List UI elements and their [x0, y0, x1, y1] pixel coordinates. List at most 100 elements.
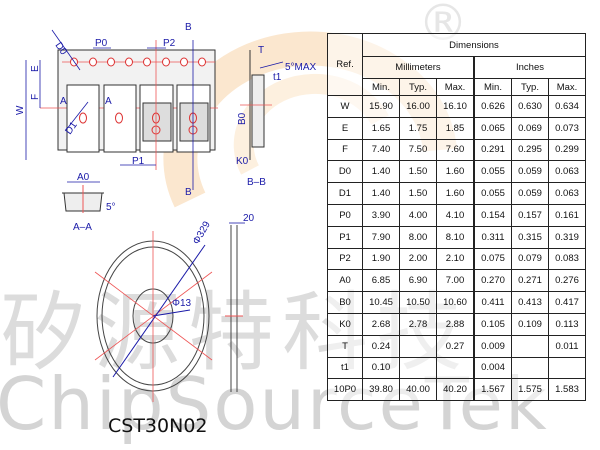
label-reel-width: 20 — [243, 213, 255, 224]
in-value-cell: 0.161 — [548, 203, 586, 227]
in-value-cell: 0.059 — [511, 160, 549, 184]
mm-value-cell: 7.90 — [362, 225, 400, 249]
label-b-bottom: B — [185, 187, 192, 198]
mm-value-cell: 1.65 — [362, 116, 400, 140]
mm-value-cell: 7.50 — [399, 138, 437, 162]
in-value-cell: 0.291 — [473, 138, 512, 162]
mm-value-cell: 10.45 — [362, 291, 400, 314]
row-ref-cell: D1 — [327, 182, 363, 205]
section-aa-view — [62, 181, 104, 213]
mm-value-cell: 1.60 — [436, 160, 475, 184]
in-value-cell: 0.063 — [548, 160, 586, 184]
header-mm-max: Max. — [436, 78, 475, 96]
in-value-cell: 0.059 — [511, 182, 549, 205]
in-value-cell: 0.055 — [473, 160, 512, 184]
in-value-cell: 0.626 — [473, 95, 512, 118]
mm-value-cell: 4.00 — [399, 203, 437, 227]
section-bb-view — [240, 50, 284, 160]
row-ref-cell: D0 — [327, 160, 363, 184]
label-section-bb: B–B — [247, 177, 266, 188]
row-ref-cell: F — [327, 138, 363, 162]
reel-front-view — [94, 231, 213, 402]
mm-value-cell: 1.75 — [399, 116, 437, 140]
in-value-cell: 0.630 — [511, 95, 549, 118]
in-value-cell: 1.583 — [548, 378, 586, 402]
in-value-cell: 0.055 — [473, 182, 512, 205]
mm-value-cell — [436, 356, 475, 380]
in-value-cell: 0.065 — [473, 116, 512, 140]
header-inches: Inches — [473, 56, 586, 79]
mm-value-cell: 1.90 — [362, 247, 400, 271]
mm-value-cell: 3.90 — [362, 203, 400, 227]
in-value-cell: 0.270 — [473, 269, 512, 293]
row-ref-cell: t1 — [327, 356, 363, 380]
mm-value-cell: 40.00 — [399, 378, 437, 402]
label-e: E — [30, 65, 41, 72]
header-in-min: Min. — [473, 78, 512, 96]
in-value-cell: 0.011 — [548, 334, 586, 358]
mm-value-cell — [399, 334, 437, 358]
mm-value-cell: 40.20 — [436, 378, 475, 402]
mm-value-cell — [399, 356, 437, 380]
in-value-cell: 0.413 — [511, 291, 549, 314]
in-value-cell: 0.154 — [473, 203, 512, 227]
mm-value-cell: 1.50 — [399, 160, 437, 184]
label-t: T — [258, 45, 264, 56]
mm-value-cell: 6.85 — [362, 269, 400, 293]
header-millimeters: Millimeters — [362, 56, 475, 79]
in-value-cell: 0.113 — [548, 312, 586, 336]
row-ref-cell: B0 — [327, 291, 363, 314]
label-b0: B0 — [237, 112, 248, 125]
mm-value-cell: 0.24 — [362, 334, 400, 358]
row-ref-cell: E — [327, 116, 363, 140]
in-value-cell: 0.417 — [548, 291, 586, 314]
in-value-cell: 0.411 — [473, 291, 512, 314]
row-ref-cell: K0 — [327, 312, 363, 336]
mm-value-cell: 0.10 — [362, 356, 400, 380]
in-value-cell: 0.311 — [473, 225, 512, 249]
dimensions-table: Ref. Dimensions Millimeters Inches Min. … — [327, 33, 586, 402]
in-value-cell: 0.315 — [511, 225, 549, 249]
mm-value-cell: 4.10 — [436, 203, 475, 227]
row-ref-cell: T — [327, 334, 363, 358]
mm-value-cell: 8.10 — [436, 225, 475, 249]
mm-value-cell: 8.00 — [399, 225, 437, 249]
label-a0: A0 — [77, 172, 90, 183]
header-mm-typ: Typ. — [399, 78, 437, 96]
header-in-typ: Typ. — [511, 78, 549, 96]
label-p1: P1 — [132, 156, 145, 167]
in-value-cell: 0.299 — [548, 138, 586, 162]
in-value-cell: 1.567 — [473, 378, 512, 402]
in-value-cell — [511, 356, 549, 380]
label-b-top: B — [185, 22, 192, 33]
label-w: W — [15, 105, 26, 115]
mm-value-cell: 39.80 — [362, 378, 400, 402]
mm-value-cell: 2.88 — [436, 312, 475, 336]
row-ref-cell: A0 — [327, 269, 363, 293]
in-value-cell — [548, 356, 586, 380]
in-value-cell: 0.079 — [511, 247, 549, 271]
mm-value-cell: 7.00 — [436, 269, 475, 293]
label-reel-diameter: Φ329 — [191, 219, 213, 246]
in-value-cell: 0.075 — [473, 247, 512, 271]
header-in-max: Max. — [548, 78, 586, 96]
mm-value-cell: 2.10 — [436, 247, 475, 271]
in-value-cell: 1.575 — [511, 378, 549, 402]
mm-value-cell: 15.90 — [362, 95, 400, 118]
mm-value-cell: 6.90 — [399, 269, 437, 293]
header-ref: Ref. — [327, 33, 363, 96]
row-ref-cell: P0 — [327, 203, 363, 227]
label-a-left: A — [60, 96, 67, 107]
row-ref-cell: P2 — [327, 247, 363, 271]
in-value-cell: 0.105 — [473, 312, 512, 336]
